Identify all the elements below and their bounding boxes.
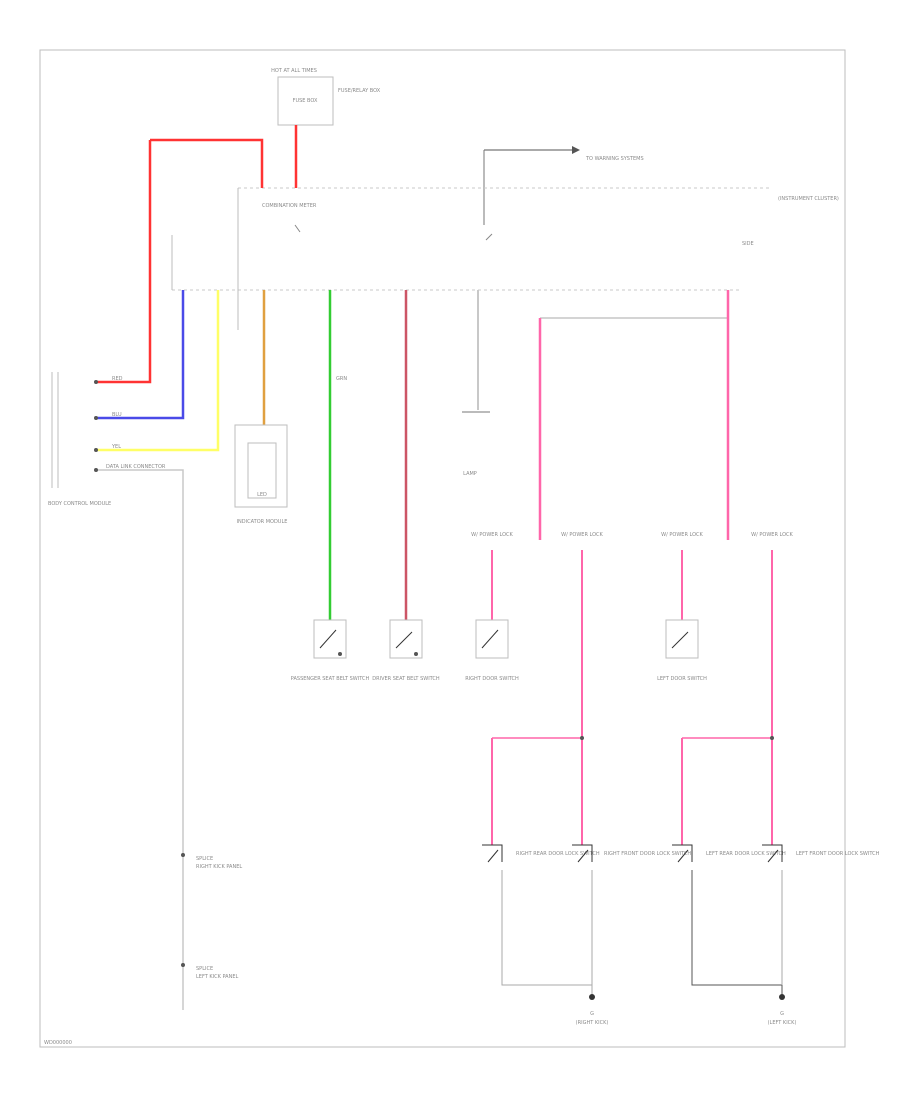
pin-red (94, 380, 98, 384)
wire-tag-red: RED (112, 376, 123, 382)
lock-switch-2 (572, 844, 593, 863)
footer-code: WD000000 (44, 1040, 72, 1046)
switch-4-box (665, 619, 699, 659)
lock-switch-3 (672, 844, 693, 863)
wire-tag-yellow: YEL (111, 444, 121, 450)
top-fuse-note: FUSE/RELAY BOX (338, 88, 381, 94)
blue-wire (96, 290, 185, 420)
top-fuse-title: HOT AT ALL TIMES (271, 68, 317, 74)
top-fuse-box-label: FUSE BOX (293, 98, 318, 104)
yellow-wire (96, 290, 220, 452)
switch-3-label: RIGHT DOOR SWITCH (465, 676, 519, 682)
wire-tag-blue: BLU (112, 412, 122, 418)
splice-2-note: LEFT KICK PANEL (196, 974, 239, 980)
conn-c-label: W/ POWER LOCK (661, 532, 703, 538)
switch-1-label: PASSENGER SEAT BELT SWITCH (291, 676, 370, 682)
side-note: SIDE (742, 241, 754, 247)
conn-a-label: W/ POWER LOCK (471, 532, 513, 538)
lock-switch-4 (762, 844, 783, 863)
lock-switch-2-label: RIGHT FRONT DOOR LOCK SWITCH (604, 851, 691, 857)
diagram-frame (39, 49, 846, 1048)
led-module-inner (247, 442, 277, 499)
splice-1-label: SPLICE (196, 856, 213, 862)
switch-1-contact (319, 629, 337, 649)
wire-tag-green: GRN (336, 376, 347, 382)
switch-1-box (313, 619, 347, 659)
pin-blue (94, 416, 98, 420)
ground-return-l (691, 870, 783, 995)
lamp-label: LAMP (463, 471, 477, 477)
junction-l (770, 736, 774, 740)
combo-note: (INSTRUMENT CLUSTER) (778, 196, 839, 202)
ground-2-label: G (780, 1011, 784, 1017)
splice-1-note: RIGHT KICK PANEL (196, 864, 242, 870)
splice-2-label: SPLICE (196, 966, 213, 972)
lock-switch-3-label: LEFT REAR DOOR LOCK SWITCH (706, 851, 786, 857)
to-warning-label: TO WARNING SYSTEMS (585, 156, 644, 162)
ground-1-label: G (590, 1011, 594, 1017)
splice-2-dot (181, 963, 185, 967)
ground-icon-left (779, 994, 785, 1000)
switch-2-box (389, 619, 423, 659)
gray-wire (96, 469, 184, 1010)
left-connector-bar (51, 372, 59, 488)
switch-2-label: DRIVER SEAT BELT SWITCH (372, 676, 440, 682)
splice-1-dot (181, 853, 185, 857)
ground-2-note: (LEFT KICK) (768, 1020, 797, 1026)
ground-1-note: (RIGHT KICK) (576, 1020, 609, 1026)
ground-icon-right (589, 994, 595, 1000)
led-label: LED (257, 492, 267, 498)
pin-gray (94, 468, 98, 472)
top-fuse-box (277, 76, 334, 126)
switch-2-contact (395, 631, 413, 649)
combo-name: COMBINATION METER (262, 203, 317, 209)
connector-note: DATA LINK CONNECTOR (106, 464, 166, 470)
lock-switch-1 (482, 844, 503, 863)
left-module-label: BODY CONTROL MODULE (48, 501, 111, 507)
conn-b-label: W/ POWER LOCK (561, 532, 603, 538)
led-box-note: INDICATOR MODULE (237, 519, 288, 525)
switch-1-ground (338, 652, 342, 656)
led-module-box (234, 424, 288, 508)
switch-4-label: LEFT DOOR SWITCH (657, 676, 707, 682)
ground-return-r (501, 870, 593, 995)
junction-r (580, 736, 584, 740)
pin-yellow (94, 448, 98, 452)
lock-switch-4-label: LEFT FRONT DOOR LOCK SWITCH (796, 851, 880, 857)
switch-2-ground (414, 652, 418, 656)
red-left-wire (96, 140, 152, 384)
switch-3-contact (481, 629, 499, 649)
switch-3-box (475, 619, 509, 659)
internal-switch-marks (294, 224, 493, 241)
lock-switch-1-label: RIGHT REAR DOOR LOCK SWITCH (516, 851, 600, 857)
to-warning-arrow-head (572, 146, 580, 154)
conn-d-label: W/ POWER LOCK (751, 532, 793, 538)
red-top-wire (150, 138, 264, 188)
switch-4-contact (671, 631, 689, 649)
